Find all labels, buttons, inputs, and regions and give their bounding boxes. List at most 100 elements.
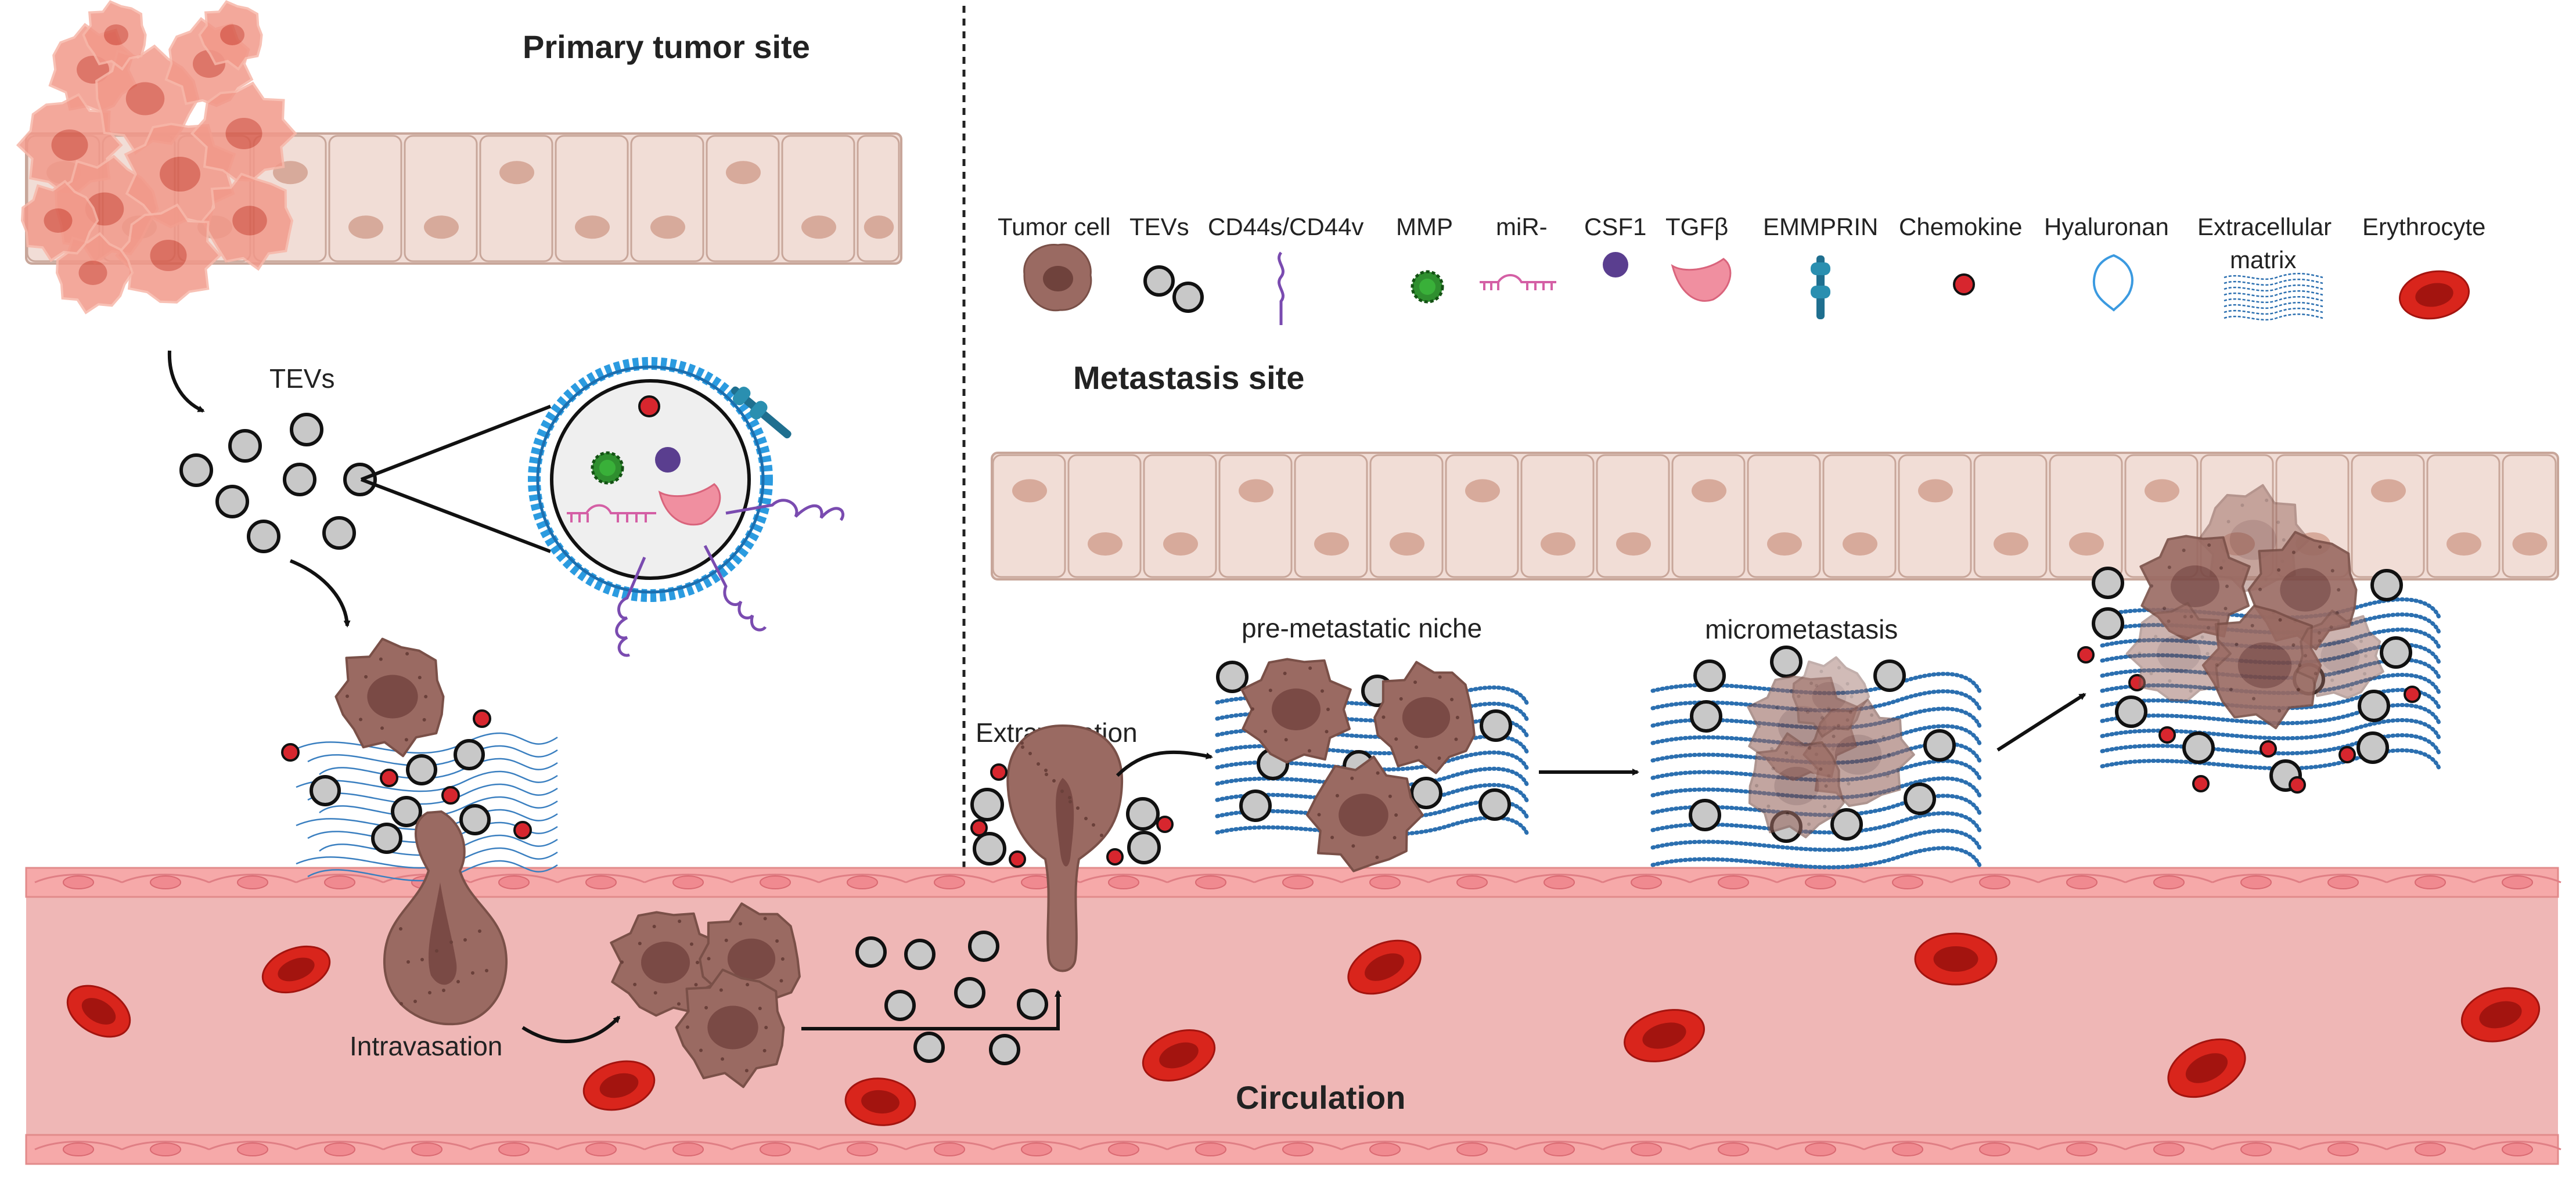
chemokine (380, 769, 398, 787)
tev (1127, 831, 1161, 864)
csf1-icon (655, 447, 681, 473)
mmp-icon (591, 451, 624, 485)
tumor-cell (1373, 661, 1476, 774)
chemokine (2192, 775, 2210, 792)
tumor-cell-icon (1023, 243, 1092, 312)
tumor-cell (675, 968, 785, 1088)
tev (454, 739, 485, 770)
tevs-icon (1143, 265, 1204, 313)
mir-icon (1480, 274, 1556, 290)
tev (1689, 799, 1721, 831)
tev (1770, 646, 1803, 678)
arrow-micro-to-macro (1996, 693, 2086, 752)
tev (1904, 783, 1936, 815)
circulation-title: Circulation (1236, 1079, 1405, 1116)
tev (989, 1034, 1020, 1065)
erythrocyte (261, 945, 331, 994)
arrow-tevs-to-cell (289, 559, 351, 628)
tev (2370, 569, 2403, 601)
legend-mir-label: miR- (1496, 213, 1548, 240)
tumor-cell (2296, 610, 2384, 700)
legend-csf1-label: CSF1 (1584, 213, 1646, 240)
legend-emmprin-label: EMMPRIN (1763, 213, 1878, 240)
tumor-cell (82, 0, 147, 71)
tev (215, 485, 249, 518)
tev (290, 413, 323, 446)
erythrocyte (2460, 987, 2541, 1043)
tgfb-icon (1671, 258, 1732, 302)
tev (1126, 797, 1160, 831)
chemokine (970, 819, 988, 837)
erythrocyte (1142, 1029, 1216, 1082)
tev (1690, 700, 1722, 733)
erythrocyte (582, 1060, 656, 1111)
tumor-cell (1240, 658, 1352, 764)
legend-tevs-label: TEVs (1129, 213, 1189, 240)
legend-mmp-label: MMP (1396, 213, 1453, 240)
tev (371, 823, 402, 854)
tev (913, 1032, 945, 1063)
erythrocyte (844, 1077, 916, 1126)
cd44-icon (615, 499, 845, 657)
cd44-icon (1278, 251, 1285, 325)
hyaluronan-icon (2092, 254, 2134, 312)
tumor-cell (1748, 732, 1845, 839)
chemokine (513, 821, 532, 839)
chemokine (2260, 740, 2277, 758)
tev (310, 775, 341, 806)
tumor-cell (20, 179, 99, 262)
tev (2115, 695, 2147, 728)
premetastatic-niche (1215, 658, 1530, 873)
tev (283, 463, 316, 496)
tumor-cell (190, 81, 297, 182)
ecm-icon (2224, 273, 2323, 321)
tev (904, 939, 936, 970)
tev (973, 832, 1006, 866)
tev (884, 990, 916, 1021)
csf1-icon (1603, 252, 1628, 277)
extravasation-tevs (970, 763, 1174, 868)
circulating-tevs (855, 931, 1048, 1065)
metastasis-site-title: Metastasis site (1073, 359, 1304, 396)
tumor-cell (334, 637, 445, 758)
circulating-tumor-cluster (610, 902, 801, 1088)
tev (406, 754, 437, 785)
tev (2092, 607, 2124, 640)
tev (855, 936, 887, 968)
legend-chemokine-label: Chemokine (1899, 213, 2022, 240)
chemokine (990, 763, 1008, 781)
emmprin-icon (731, 386, 791, 439)
tev (2380, 636, 2412, 669)
mir-icon (567, 504, 656, 522)
tev (2358, 690, 2390, 722)
tev (459, 804, 491, 835)
macrometastasis (2077, 484, 2441, 794)
chemokine (1106, 848, 1124, 866)
chemokine (281, 743, 300, 762)
tevs-cluster (179, 413, 377, 553)
legend-tgfb-label: TGFβ (1665, 213, 1728, 240)
chemokine (2338, 746, 2356, 763)
emmprin-icon (1811, 255, 1830, 319)
legend-ecm-label-line2: matrix (2230, 246, 2296, 273)
premetastatic-niche-label: pre-metastatic niche (1242, 613, 1482, 643)
primary-tumor-cell (334, 637, 445, 758)
erythrocyte (66, 985, 131, 1038)
legend-cd44-label: CD44s/CD44v (1208, 213, 1363, 240)
tev (1830, 808, 1863, 841)
chemokine (1156, 816, 1174, 833)
arrow-circulation (801, 990, 1062, 1030)
legend: Tumor cell TEVs CD44s/CD44v MMP miR- CSF… (998, 213, 2485, 325)
tev (968, 931, 999, 962)
legend-ecm-label-line1: Extracellular (2197, 213, 2332, 240)
chemokine (441, 786, 460, 805)
vesicle-interior (550, 379, 751, 580)
arrow-intravasation (521, 1015, 621, 1043)
erythrocyte (2399, 270, 2470, 320)
tevs-label: TEVs (269, 363, 334, 394)
vesicle-zoom (360, 357, 845, 657)
tev (322, 516, 356, 550)
tev (1923, 729, 1956, 762)
tev (228, 429, 262, 463)
